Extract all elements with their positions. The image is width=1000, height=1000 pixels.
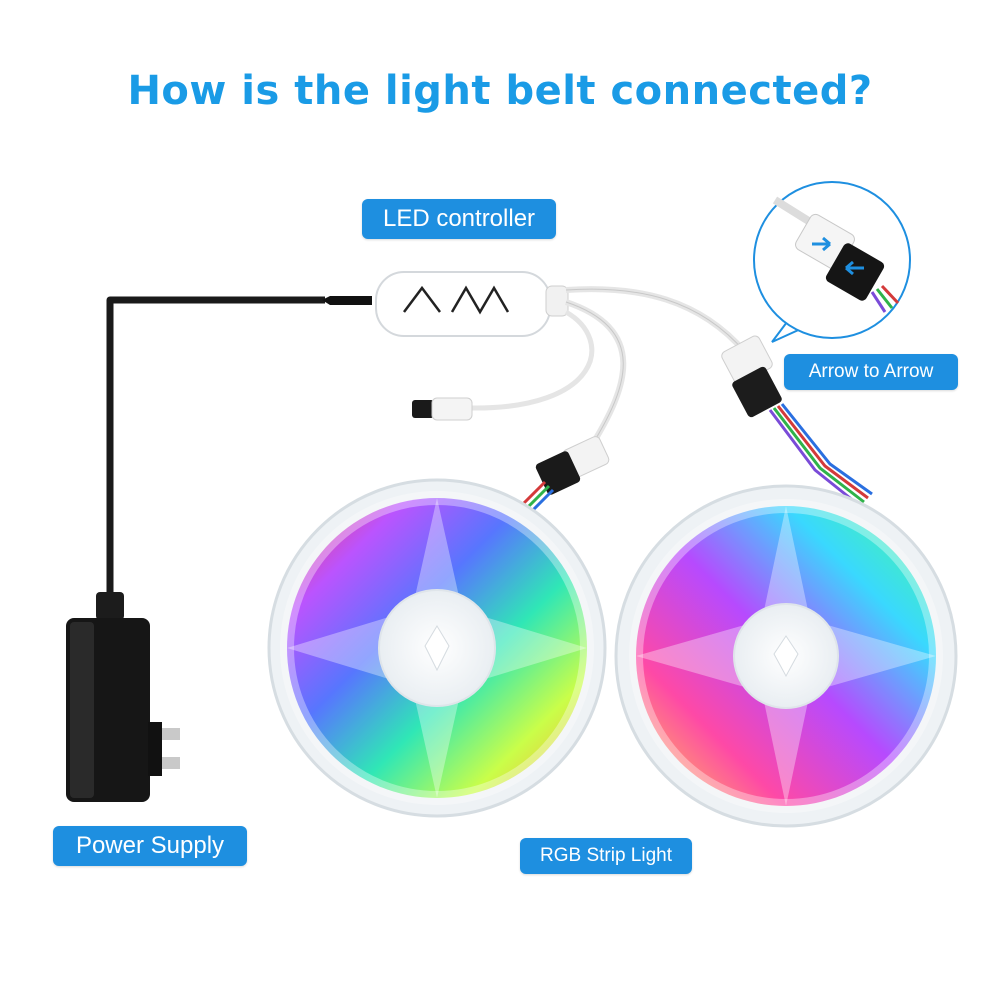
power-supply-label: Power Supply xyxy=(53,826,247,866)
rgb-strip-reel-right xyxy=(614,484,958,828)
page-title: How is the light belt connected? xyxy=(127,68,873,114)
led-controller-label: LED controller xyxy=(362,199,556,239)
rgb-strip-reel-left xyxy=(267,478,607,818)
arrow-to-arrow-label: Arrow to Arrow xyxy=(784,354,958,390)
arrow-connector-right xyxy=(721,335,873,508)
strip-a-connector xyxy=(513,436,610,520)
arrow-to-arrow-zoom-bubble xyxy=(753,181,911,343)
arrow-icon xyxy=(812,236,831,252)
power-cable xyxy=(106,296,325,600)
ir-sensor-plug xyxy=(412,397,473,421)
led-controller xyxy=(375,271,569,337)
cable-to-strip-a xyxy=(565,299,627,442)
power-supply-adapter xyxy=(66,592,180,802)
cable-to-ir-sensor xyxy=(469,309,595,411)
rgb-strip-light-label: RGB Strip Light xyxy=(520,838,692,874)
